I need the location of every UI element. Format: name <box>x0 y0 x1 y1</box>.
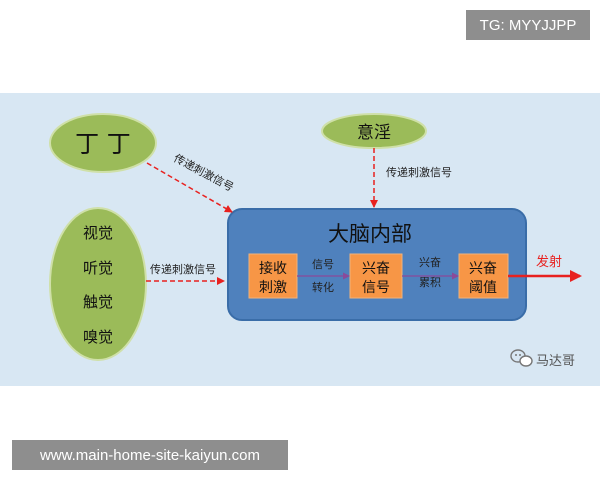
stage-excite-threshold-line2: 阈值 <box>469 280 497 296</box>
arrow-dingding-to-brain <box>146 162 233 213</box>
stage-receive-line2: 刺激 <box>259 279 287 296</box>
stage-excite-signal-line2: 信号 <box>362 280 390 296</box>
sense-hearing: 听觉 <box>83 259 113 277</box>
stage-excite-signal-line1: 兴奋 <box>362 261 390 277</box>
node-yiyin-label: 意淫 <box>357 123 391 143</box>
brain-title: 大脑内部 <box>328 222 412 246</box>
tg-badge: TG: MYYJJPP <box>466 10 590 40</box>
node-dingding: 丁 丁 <box>49 113 157 173</box>
label-transmit-top-left: 传递刺激信号 <box>171 151 236 194</box>
label-conversion-1: 信号 <box>312 258 334 271</box>
watermark: 马达哥 <box>510 349 575 369</box>
footer-url: www.main-home-site-kaiyun.com <box>12 440 288 470</box>
label-transmit-left: 传递刺激信号 <box>150 262 216 276</box>
node-yiyin: 意淫 <box>321 113 427 149</box>
stage-excite-threshold: 兴奋 阈值 <box>458 253 509 299</box>
stage-excite-threshold-line1: 兴奋 <box>469 261 497 277</box>
node-senses: 视觉 听觉 触觉 嗅觉 <box>49 207 147 361</box>
watermark-text: 马达哥 <box>536 354 575 369</box>
node-dingding-label: 丁 丁 <box>75 130 131 158</box>
stage-receive-line1: 接收 <box>259 260 287 277</box>
sense-touch: 触觉 <box>83 293 113 311</box>
stage-receive: 接收 刺激 <box>248 253 298 299</box>
label-conversion-2: 转化 <box>312 280 334 294</box>
label-transmit-top: 传递刺激信号 <box>386 165 452 179</box>
label-accumulation-1: 兴奋 <box>419 255 441 269</box>
label-fire: 发射 <box>536 254 562 270</box>
label-accumulation-2: 累积 <box>419 276 441 289</box>
sense-vision: 视觉 <box>83 224 113 242</box>
stage-excite-signal: 兴奋 信号 <box>349 253 403 299</box>
sense-smell: 嗅觉 <box>83 328 113 346</box>
wechat-icon <box>510 349 533 367</box>
